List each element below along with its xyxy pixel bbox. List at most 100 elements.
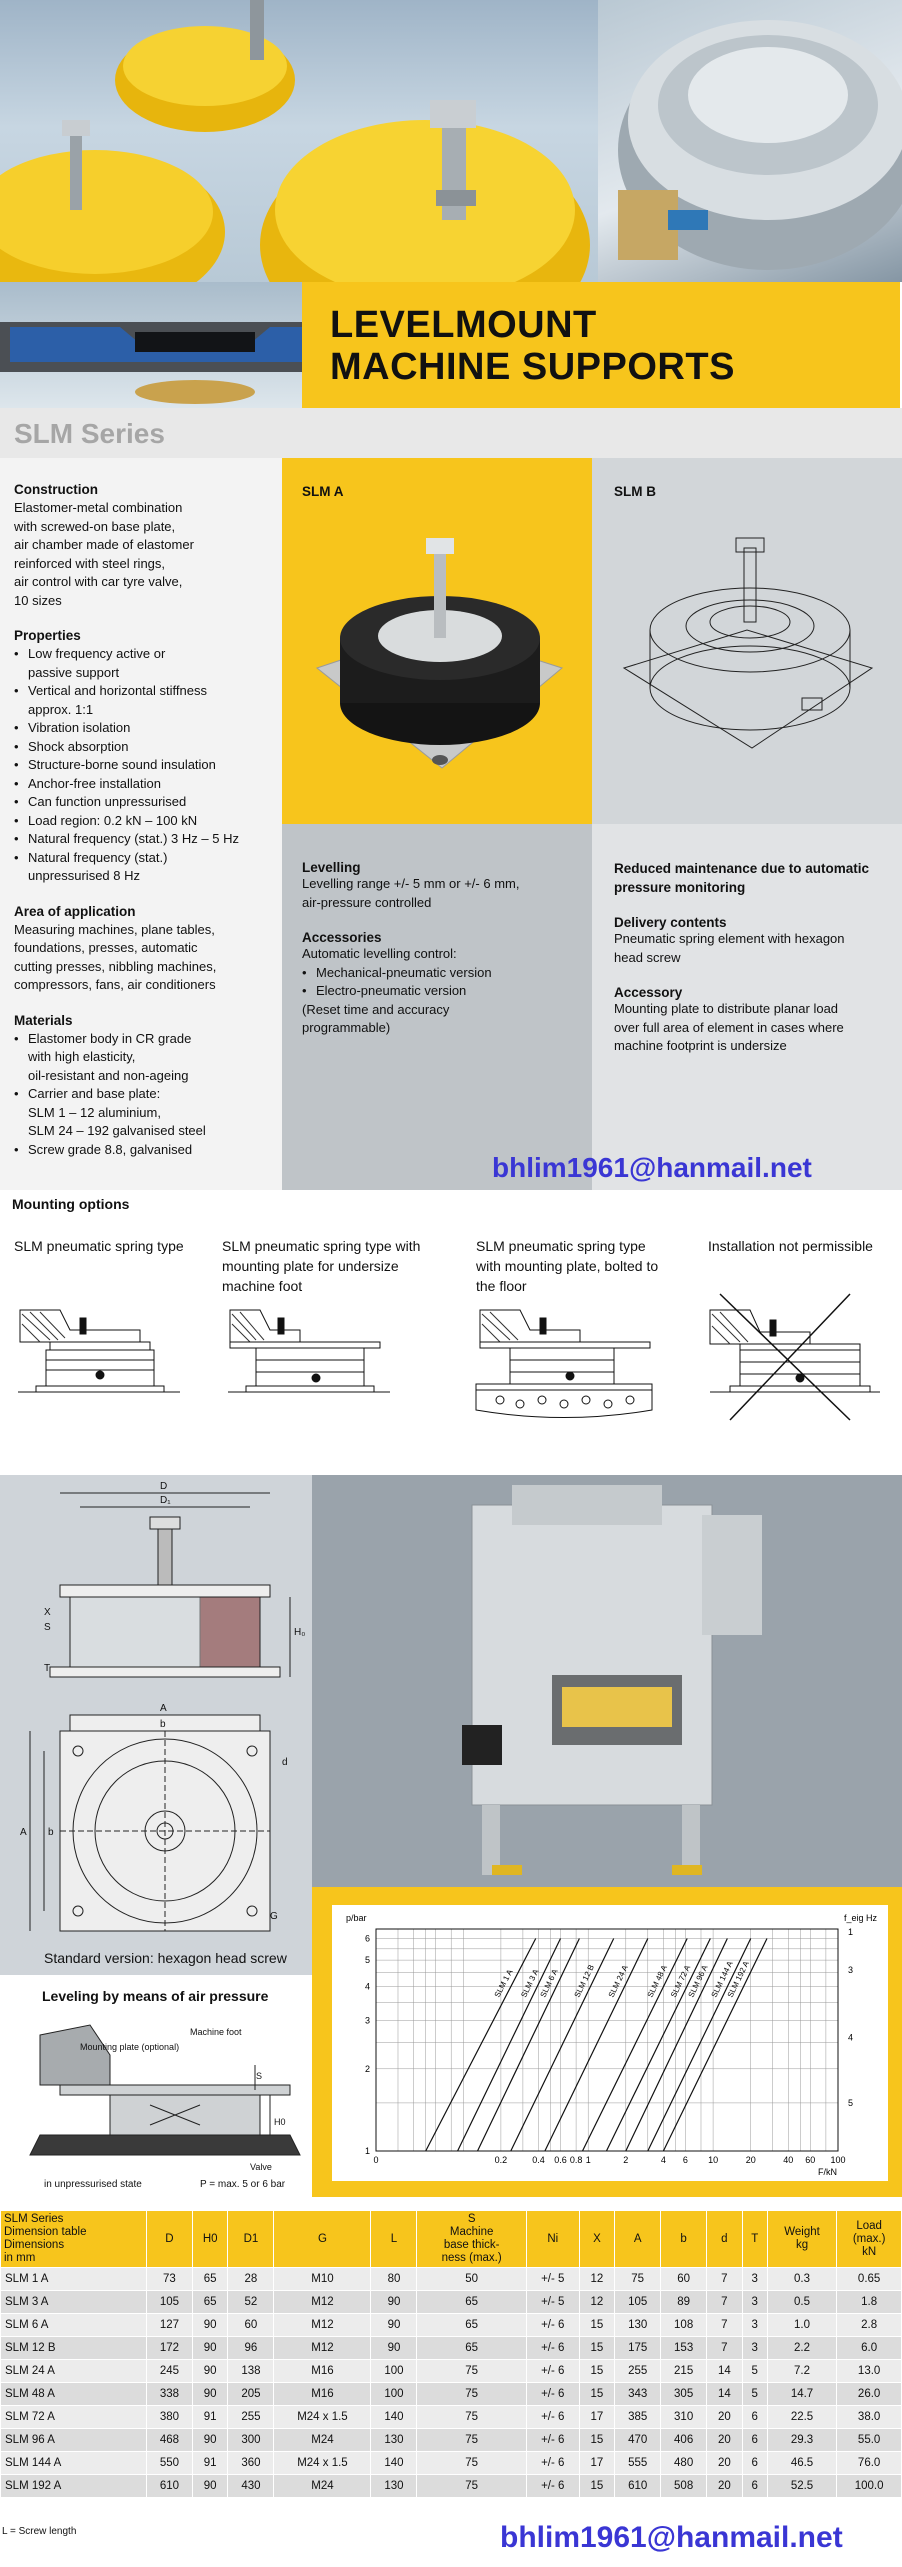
accessory-heading: Accessory <box>614 985 683 1000</box>
table-cell: 80 <box>370 2267 418 2291</box>
table-cell: 343 <box>614 2382 662 2406</box>
chart-series-line <box>457 1938 562 2152</box>
table-cell: 65 <box>416 2290 527 2314</box>
list-item: Shock absorption <box>14 738 270 757</box>
table-cell: 75 <box>416 2451 527 2475</box>
table-cell: 14 <box>706 2359 743 2383</box>
table-cell: +/- 6 <box>525 2474 580 2498</box>
watermark-email-top: bhlim1961@hanmail.net <box>492 1152 812 1183</box>
table-footnote: L = Screw length <box>2 2526 77 2537</box>
accessories-heading: Accessories <box>302 930 382 945</box>
table-cell: 3 <box>741 2290 768 2314</box>
table-cell: 13.0 <box>836 2359 902 2383</box>
list-item: Electro-pneumatic version <box>302 982 576 1001</box>
technical-drawing-panel: D D₁ X S T H₀ A b d G A b <box>0 1475 312 1975</box>
drawing-label-b-side: b <box>48 1827 54 1838</box>
table-cell: +/- 6 <box>525 2313 580 2337</box>
table-cell: 255 <box>614 2359 662 2383</box>
chart-y-tick-label: 6 <box>365 1933 370 1943</box>
accessories-list: Mechanical-pneumatic version Electro-pne… <box>302 964 576 1001</box>
spec-left-column: Construction Elastomer-metal combination… <box>0 458 282 1190</box>
mount-option-figure-3 <box>475 1309 653 1418</box>
materials-list: Elastomer body in CR grade with high ela… <box>14 1030 270 1160</box>
table-cell: 15 <box>578 2474 616 2498</box>
table-cell: M12 <box>273 2313 372 2337</box>
table-cell: +/- 6 <box>525 2451 580 2475</box>
dimension-table: SLM Series Dimension table Dimensions in… <box>0 2210 902 2498</box>
slm-b-product-drawing <box>622 537 874 749</box>
table-cell: 0.65 <box>836 2267 902 2291</box>
table-cell: 90 <box>191 2382 229 2406</box>
table-cell: 1.8 <box>836 2290 902 2314</box>
drawing-label-d: d <box>282 1757 288 1768</box>
table-cell: 3 <box>741 2336 768 2360</box>
table-cell: 300 <box>227 2428 275 2452</box>
table-cell: 60 <box>227 2313 275 2337</box>
machine-photo <box>312 1475 902 1887</box>
table-cell: 12 <box>578 2267 616 2291</box>
table-cell: 6 <box>741 2428 768 2452</box>
slm-a-label: SLM A <box>302 484 344 499</box>
mount-option-caption-1: SLM pneumatic spring type <box>14 1238 184 1254</box>
table-cell: 3 <box>741 2267 768 2291</box>
table-cell: 76.0 <box>836 2451 902 2475</box>
list-item: Vibration isolation <box>14 719 270 738</box>
table-cell: 215 <box>660 2359 708 2383</box>
list-item: Structure-borne sound insulation <box>14 756 270 775</box>
table-cell: 29.3 <box>766 2428 838 2452</box>
table-cell: +/- 6 <box>525 2359 580 2383</box>
table-header-cell: d <box>706 2210 743 2268</box>
table-cell: 380 <box>145 2405 193 2429</box>
accessory-text: Mounting plate to distribute planar load… <box>614 1001 844 1053</box>
table-cell: 15 <box>578 2313 616 2337</box>
accessories-intro: Automatic levelling control: <box>302 946 457 961</box>
table-cell: 65 <box>191 2267 229 2291</box>
list-item: Natural frequency (stat.) unpressurised … <box>14 849 270 886</box>
table-cell: 17 <box>578 2405 616 2429</box>
table-cell: 7.2 <box>766 2359 838 2383</box>
table-cell: 130 <box>614 2313 662 2337</box>
table-cell: 470 <box>614 2428 662 2452</box>
table-cell: 75 <box>416 2428 527 2452</box>
chart-x-tick-label: 40 <box>783 2155 793 2165</box>
application-text: Measuring machines, plane tables, founda… <box>14 921 217 993</box>
list-item: Low frequency active or passive support <box>14 645 270 682</box>
table-cell: M16 <box>273 2382 372 2406</box>
table-cell: 127 <box>145 2313 193 2337</box>
chart-series-line <box>425 1938 537 2152</box>
table-cell: 60 <box>660 2267 708 2291</box>
table-cell: 7 <box>706 2336 743 2360</box>
table-cell: 75 <box>416 2359 527 2383</box>
chart-y-tick-label: 5 <box>365 1955 370 1965</box>
mount-option-caption-2: SLM pneumatic spring type with mounting … <box>222 1238 421 1294</box>
mount-option-figure-1 <box>18 1309 180 1393</box>
table-cell: 65 <box>191 2290 229 2314</box>
table-cell: 5 <box>741 2359 768 2383</box>
list-item: Anchor-free installation <box>14 775 270 794</box>
table-cell: 15 <box>578 2359 616 2383</box>
table-cell: 0.5 <box>766 2290 838 2314</box>
table-cell: 105 <box>614 2290 662 2314</box>
hero-photo-yellow-mounts <box>0 0 598 282</box>
table-header-cell: S Machine base thick- ness (max.) <box>416 2210 527 2268</box>
drawing-label-b-top: b <box>160 1719 166 1730</box>
table-cell: 6 <box>741 2451 768 2475</box>
table-cell: SLM 6 A <box>0 2313 147 2337</box>
list-item: Mechanical-pneumatic version <box>302 964 576 983</box>
table-header-cell: D1 <box>227 2210 275 2268</box>
table-cell: +/- 6 <box>525 2428 580 2452</box>
mounting-options-title: Mounting options <box>12 1196 130 1212</box>
table-cell: M10 <box>273 2267 372 2291</box>
table-cell: 26.0 <box>836 2382 902 2406</box>
drawing-label-D: D <box>160 1481 167 1492</box>
main-title-line-1: LEVELMOUNT <box>330 304 597 346</box>
table-cell: 100.0 <box>836 2474 902 2498</box>
hero-photo-cutaway <box>0 282 302 408</box>
chart-x-tick-label: 2 <box>623 2155 628 2165</box>
table-cell: 7 <box>706 2313 743 2337</box>
